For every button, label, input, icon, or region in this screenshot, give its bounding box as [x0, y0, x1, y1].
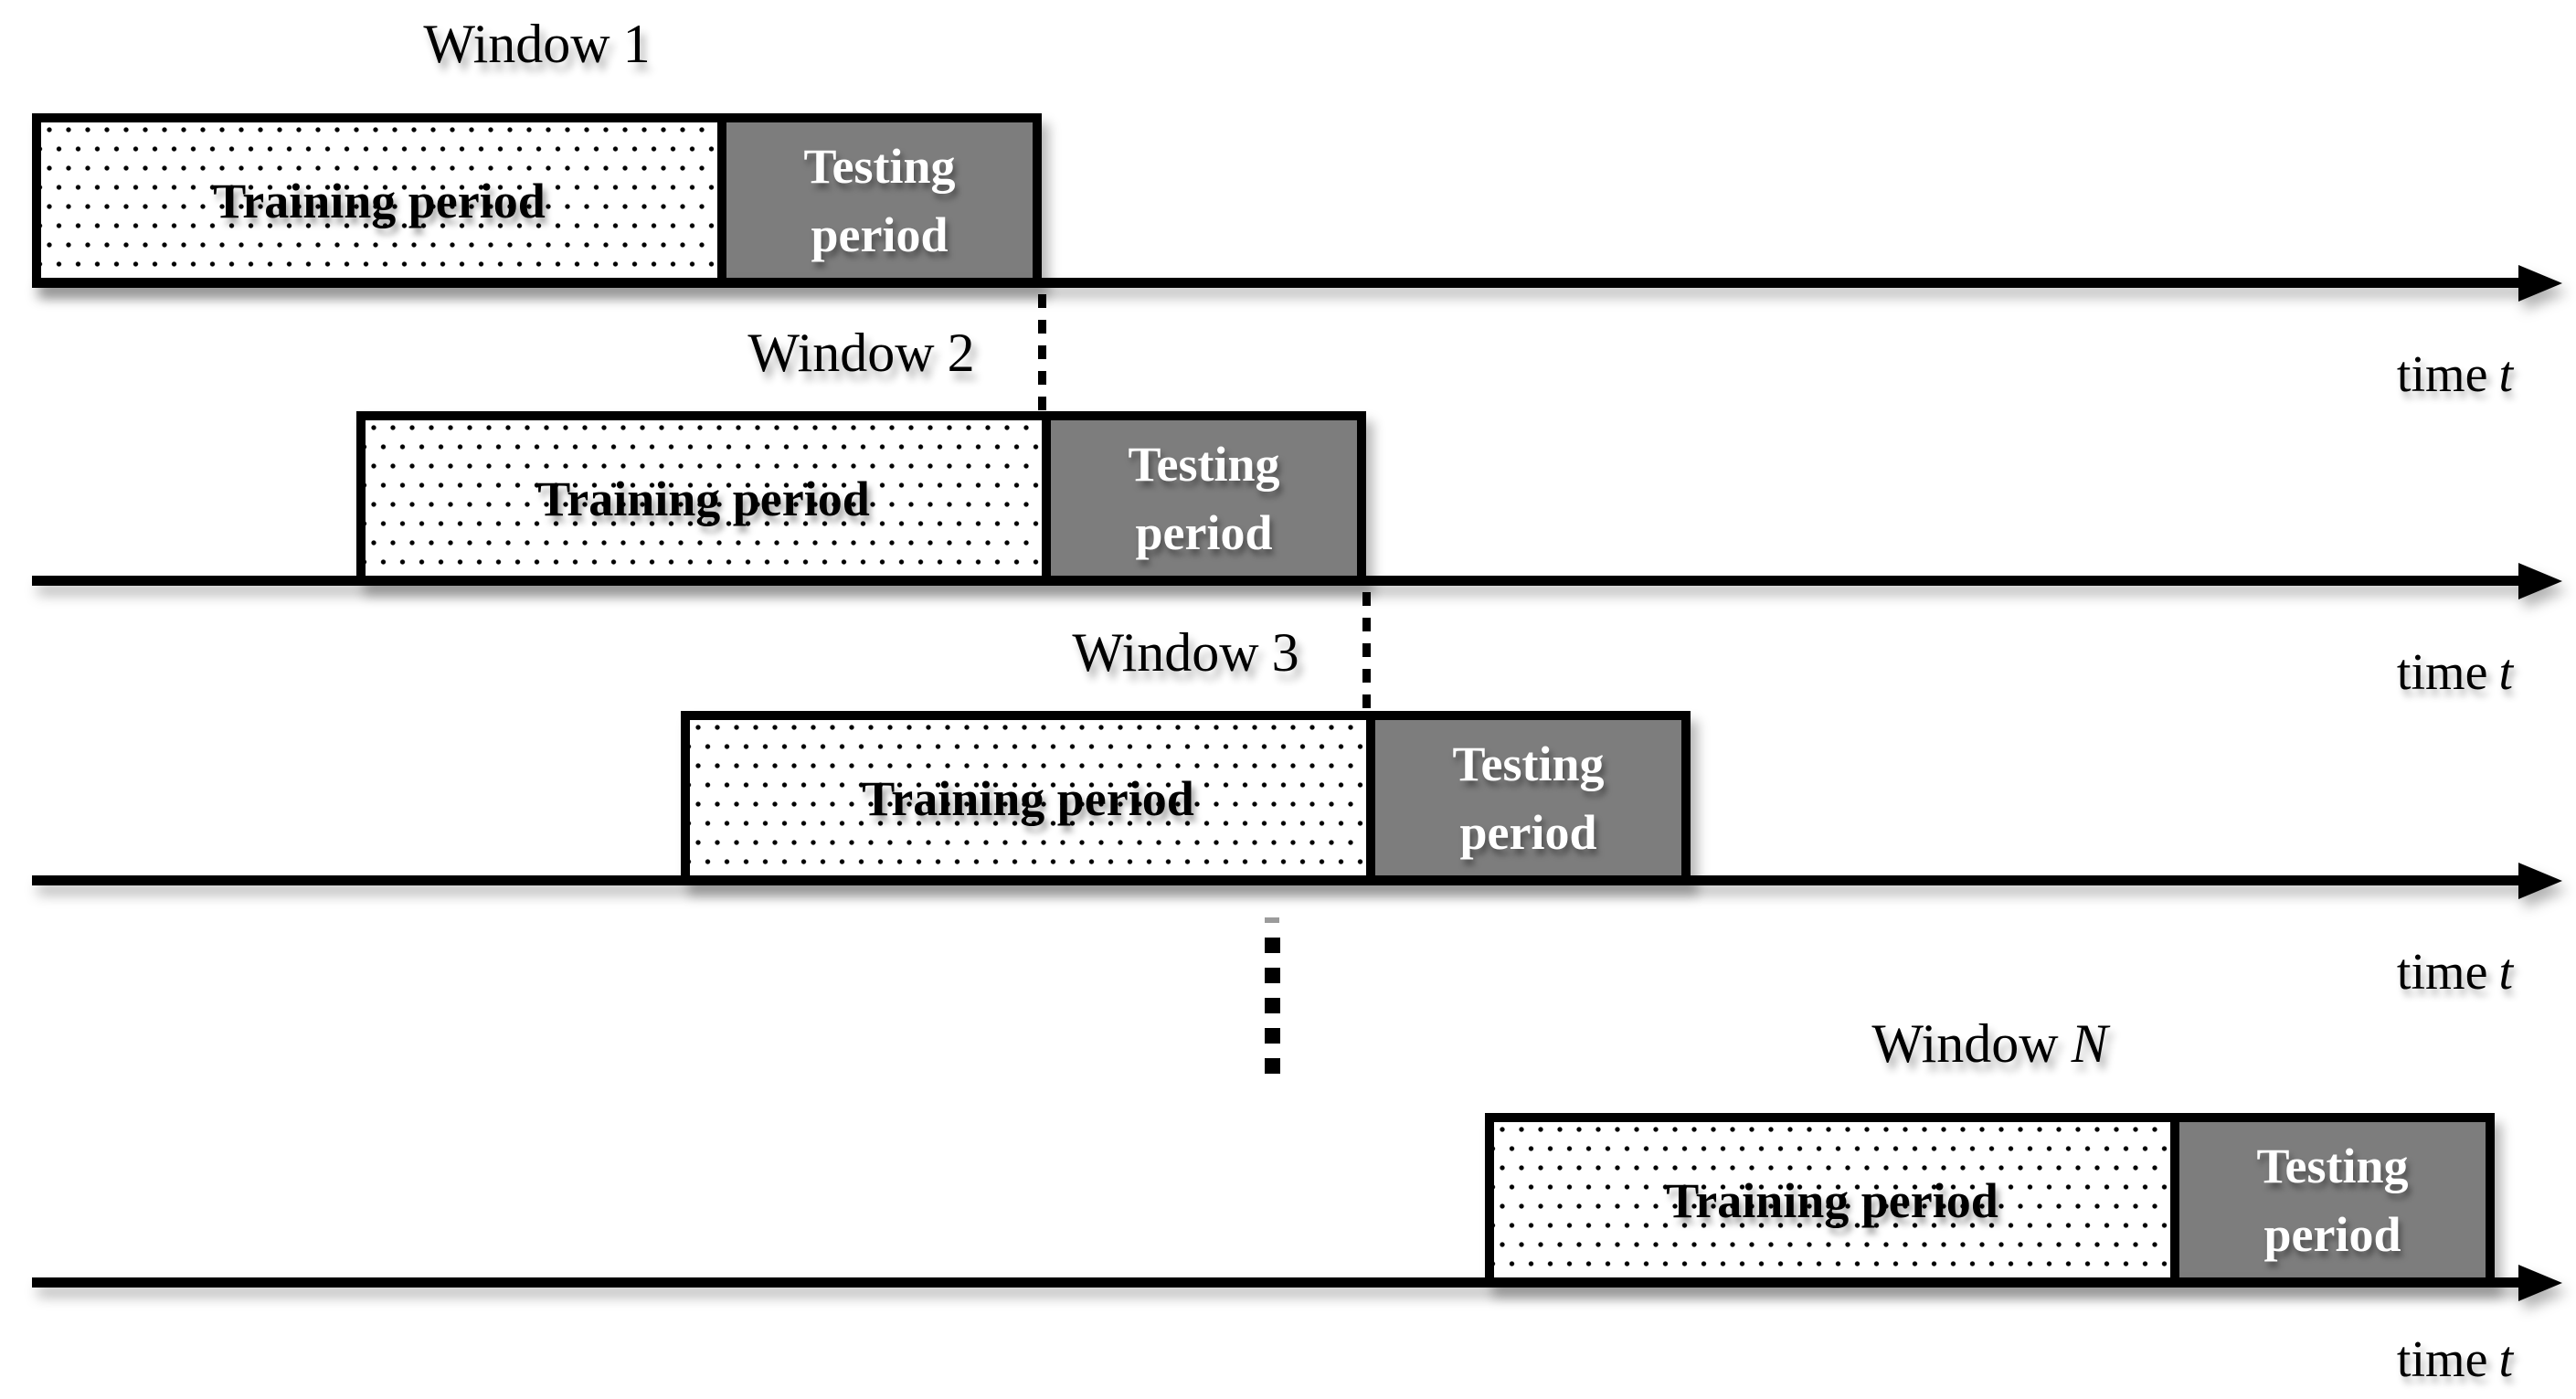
time-axis-n-arrowhead-icon — [2518, 1265, 2562, 1301]
window-1-testing-end-dashed-line — [1038, 294, 1046, 413]
time-axis-1 — [32, 265, 2562, 302]
time-axis-3-line — [32, 875, 2520, 885]
time-axis-2-line — [32, 576, 2520, 586]
ellipsis-dot — [1265, 1028, 1280, 1044]
window-2-title-number: 2 — [947, 323, 975, 383]
window-2-testing-segment: Testing period — [1042, 420, 1357, 577]
time-word: time — [2396, 1331, 2488, 1388]
window-2-training-label: Training period — [537, 471, 870, 526]
window-3-testing-segment: Testing period — [1366, 720, 1681, 876]
window-n-training-label: Training period — [1666, 1172, 1998, 1228]
time-word: time — [2396, 944, 2488, 1001]
time-word: time — [2396, 346, 2488, 403]
window-2-title-word: Window — [747, 323, 935, 383]
window-n-title-number: N — [2071, 1013, 2108, 1074]
continuation-ellipsis — [1265, 917, 1280, 1074]
window-1-training-label: Training period — [213, 173, 546, 228]
window-3-training-segment: Training period — [690, 720, 1366, 876]
time-axis-2 — [32, 563, 2562, 599]
window-1-title-number: 1 — [622, 14, 651, 74]
window-n-testing-segment: Testing period — [2170, 1122, 2486, 1278]
time-variable: t — [2498, 1331, 2513, 1388]
window-2-training-segment: Training period — [366, 420, 1042, 577]
ellipsis-dot — [1265, 998, 1280, 1013]
window-2-box: Training period Testing period — [356, 411, 1366, 586]
window-3-title-word: Window — [1072, 622, 1259, 683]
time-axis-3-arrowhead-icon — [2518, 863, 2562, 899]
window-2-testing-label-line2: period — [1135, 504, 1273, 560]
window-3-training-label: Training period — [862, 770, 1194, 826]
time-axis-3 — [32, 863, 2562, 899]
time-variable: t — [2498, 644, 2513, 701]
ellipsis-gray-dash — [1265, 917, 1279, 923]
window-n-testing-label-line2: period — [2263, 1206, 2401, 1262]
time-variable: t — [2498, 346, 2513, 403]
window-1-testing-label-line1: Testing — [803, 138, 956, 194]
time-axis-1-line — [32, 278, 2520, 288]
window-3-testing-label-line1: Testing — [1452, 736, 1605, 791]
window-1-testing-label-line2: period — [811, 207, 949, 262]
window-2-testing-label-line1: Testing — [1128, 436, 1280, 492]
time-variable: t — [2498, 944, 2513, 1001]
window-1-training-segment: Training period — [41, 122, 717, 279]
window-n-title-word: Window — [1871, 1013, 2059, 1074]
window-3-box: Training period Testing period — [681, 711, 1691, 885]
ellipsis-dot — [1265, 968, 1280, 983]
window-1-box: Training period Testing period — [32, 113, 1042, 288]
window-n-training-segment: Training period — [1494, 1122, 2170, 1278]
window-1-testing-segment: Testing period — [717, 122, 1033, 279]
time-axis-2-arrowhead-icon — [2518, 563, 2562, 599]
ellipsis-dot — [1265, 938, 1280, 953]
ellipsis-dot — [1265, 1058, 1280, 1074]
window-1-title-word: Window — [423, 14, 610, 74]
time-axis-1-arrowhead-icon — [2518, 265, 2562, 302]
time-word: time — [2396, 644, 2488, 701]
window-3-title-number: 3 — [1271, 622, 1299, 683]
window-n-box: Training period Testing period — [1485, 1113, 2495, 1288]
window-n-testing-label-line1: Testing — [2256, 1138, 2409, 1193]
time-axis-n-line — [32, 1277, 2520, 1288]
window-2-testing-end-dashed-line — [1362, 592, 1371, 711]
window-3-testing-label-line2: period — [1459, 804, 1597, 860]
time-axis-n — [32, 1265, 2562, 1301]
